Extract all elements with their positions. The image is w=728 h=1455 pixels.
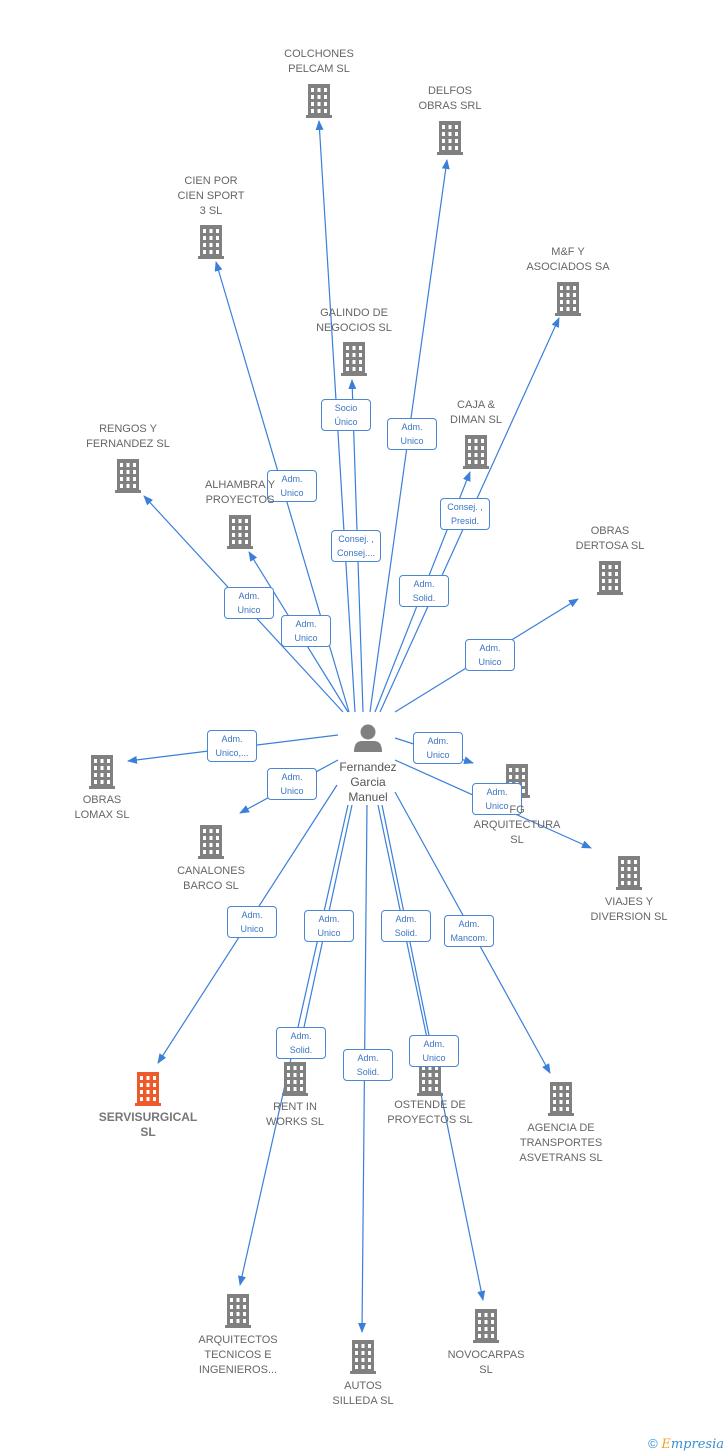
relation-badge-ostende[interactable]: Adm. Solid.	[381, 910, 431, 942]
building-icon[interactable]	[597, 561, 623, 595]
company-label-rent-in-works[interactable]: RENT IN WORKS SL	[265, 1101, 325, 1128]
building-icon[interactable]	[548, 1082, 574, 1116]
company-label-mf-asociados[interactable]: M&F Y ASOCIADOS SA	[526, 246, 610, 273]
relation-badge-novocarpas[interactable]: Adm. Unico	[409, 1035, 459, 1067]
company-label-galindo[interactable]: GALINDO DE NEGOCIOS SL	[316, 307, 392, 334]
relation-badge-arquitectos[interactable]: Adm. Unico	[304, 910, 354, 942]
building-icon[interactable]	[473, 1309, 499, 1343]
company-label-arquitectos[interactable]: ARQUITECTOS TECNICOS E INGENIEROS...	[198, 1334, 278, 1376]
relation-badge-colchones[interactable]: Socio Único	[321, 399, 371, 431]
building-icon[interactable]	[417, 1062, 443, 1096]
building-icon[interactable]	[198, 225, 224, 259]
copyright-symbol: ©	[648, 1436, 658, 1451]
person-name-label[interactable]: Fernandez Garcia Manuel	[339, 760, 397, 804]
company-label-canalones[interactable]: CANALONES BARCO SL	[177, 865, 245, 892]
building-icon[interactable]	[135, 1072, 161, 1106]
brand-logo: © Empresia	[648, 1436, 724, 1452]
person-icon[interactable]	[354, 724, 382, 753]
relation-badge-servisurgical[interactable]: Adm. Unico	[227, 906, 277, 938]
relation-badge-obras-lomax[interactable]: Adm. Unico,...	[207, 730, 257, 762]
building-icon[interactable]	[89, 755, 115, 789]
building-icon[interactable]	[437, 121, 463, 155]
building-icon[interactable]	[115, 459, 141, 493]
company-label-ostende[interactable]: OSTENDE DE PROYECTOS SL	[387, 1099, 473, 1126]
company-label-agencia[interactable]: AGENCIA DE TRANSPORTES ASVETRANS SL	[519, 1122, 603, 1164]
building-icon[interactable]	[198, 825, 224, 859]
relation-badge-canalones[interactable]: Adm. Unico	[267, 768, 317, 800]
relation-badge-rent-in-works[interactable]: Adm. Solid.	[276, 1027, 326, 1059]
company-label-alhambra[interactable]: ALHAMBRA Y PROYECTOS	[204, 479, 276, 506]
building-icon[interactable]	[555, 282, 581, 316]
building-icon[interactable]	[282, 1062, 308, 1096]
relation-badge-agencia[interactable]: Adm. Mancom.	[444, 915, 494, 947]
building-icon[interactable]	[225, 1294, 251, 1328]
relation-badge-alhambra[interactable]: Adm. Unico	[281, 615, 331, 647]
company-label-novocarpas[interactable]: NOVOCARPAS SL	[447, 1349, 525, 1376]
building-icon[interactable]	[227, 515, 253, 549]
company-label-rengos[interactable]: RENGOS Y FERNANDEZ SL	[86, 423, 170, 450]
company-label-caja-diman[interactable]: CAJA & DIMAN SL	[450, 399, 502, 426]
company-label-viajes[interactable]: VIAJES Y DIVERSION SL	[590, 896, 668, 923]
company-label-obras-lomax[interactable]: OBRAS LOMAX SL	[74, 794, 130, 821]
company-label-obras-dertosa[interactable]: OBRAS DERTOSA SL	[575, 525, 645, 552]
relation-badge-fg-arquitectura[interactable]: Adm. Unico	[413, 732, 463, 764]
company-label-autos-silleda[interactable]: AUTOS SILLEDA SL	[332, 1380, 394, 1407]
company-label-servisurgical[interactable]: SERVISURGICAL SL	[98, 1110, 198, 1139]
relation-badge-delfos[interactable]: Adm. Unico	[387, 418, 437, 450]
building-icon[interactable]	[350, 1340, 376, 1374]
relation-badge-obras-dertosa[interactable]: Adm. Unico	[465, 639, 515, 671]
building-icon[interactable]	[306, 84, 332, 118]
brand-initial: E	[661, 1437, 671, 1452]
building-icon[interactable]	[616, 856, 642, 890]
company-label-fg-arquitectura[interactable]: FG ARQUITECTURA SL	[473, 804, 561, 846]
company-label-cien-por-cien[interactable]: CIEN POR CIEN SPORT 3 SL	[177, 175, 245, 217]
relation-badge-viajes[interactable]: Adm. Unico	[472, 783, 522, 815]
company-label-delfos[interactable]: DELFOS OBRAS SRL	[418, 85, 482, 112]
building-icon[interactable]	[463, 435, 489, 469]
company-label-colchones[interactable]: COLCHONES PELCAM SL	[284, 48, 354, 75]
relation-badge-caja-diman[interactable]: Adm. Solid.	[399, 575, 449, 607]
relation-badge-galindo[interactable]: Consej. , Consej....	[331, 530, 381, 562]
relation-badge-cien-por-cien[interactable]: Adm. Unico	[267, 470, 317, 502]
brand-name: mpresia	[670, 1437, 724, 1452]
relation-badge-mf-asociados[interactable]: Consej. , Presid.	[440, 498, 490, 530]
relation-badge-autos-silleda[interactable]: Adm. Solid.	[343, 1049, 393, 1081]
relation-badge-rengos[interactable]: Adm. Unico	[224, 587, 274, 619]
building-icon[interactable]	[341, 342, 367, 376]
